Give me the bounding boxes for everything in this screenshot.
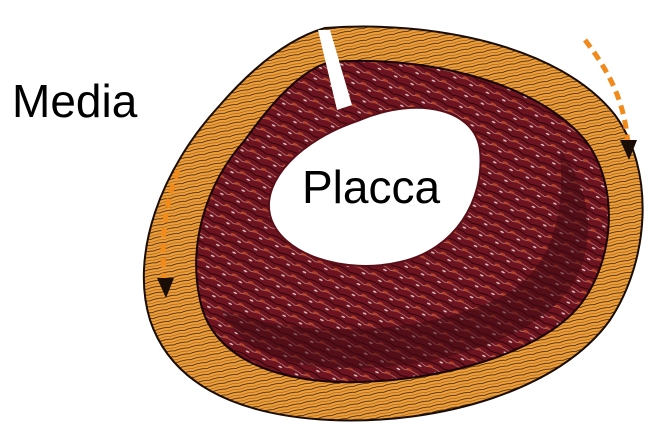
placca-label: Placca bbox=[302, 164, 440, 210]
media-label: Media bbox=[12, 78, 137, 124]
